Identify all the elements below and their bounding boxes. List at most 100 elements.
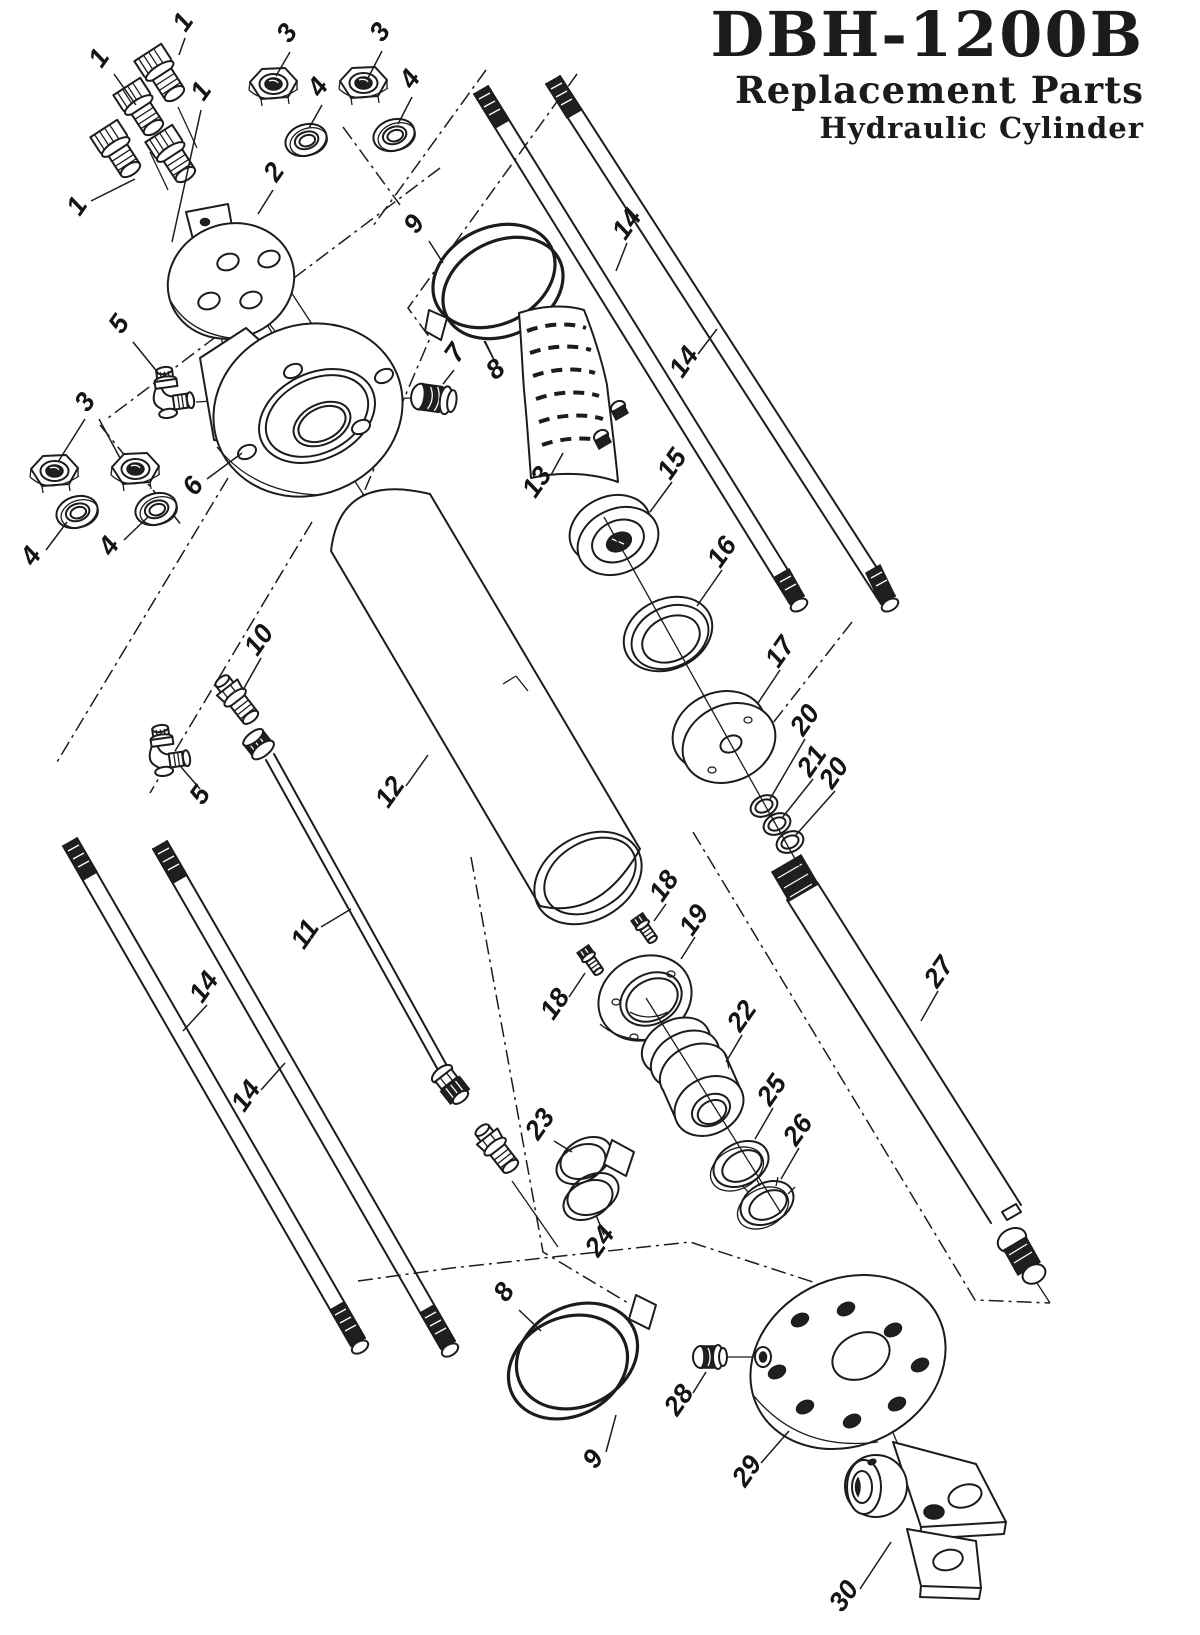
callout-14-label: 14: [183, 966, 225, 1008]
callout-10-label: 10: [238, 619, 280, 661]
callout-14-leader: [182, 1004, 208, 1032]
callout-5-leader: [180, 766, 201, 790]
callout-16-leader: [696, 569, 723, 607]
callout-8-leader: [518, 1309, 542, 1332]
callout-4-leader: [45, 521, 68, 551]
callout-26-leader: [780, 1147, 800, 1180]
part-6-cylinder-head: [199, 322, 404, 498]
callout-25-label: 25: [750, 1068, 793, 1111]
callout-1-label: 1: [166, 7, 199, 37]
callout-18-label: 18: [643, 865, 685, 907]
callout-30-label: 30: [823, 1575, 865, 1617]
part-7-head-plug: [410, 382, 458, 416]
part-16-piston-seal: [622, 595, 714, 673]
callout-5-label: 5: [183, 779, 217, 809]
callout-23-label: 23: [518, 1103, 560, 1146]
callout-3-label: 3: [270, 18, 303, 48]
part-27-piston-rod: [770, 853, 1047, 1285]
callout-24-leader: [595, 1214, 605, 1236]
callout-6-label: 6: [176, 470, 210, 500]
callout-1-leader: [171, 109, 202, 243]
callout-10-leader: [242, 657, 262, 691]
part-28-cap-plug: [692, 1344, 728, 1370]
callout-12-label: 12: [369, 771, 411, 813]
callout-5-leader: [132, 341, 160, 375]
callout-20-label: 20: [783, 699, 825, 742]
part-14-tie-rod-top-right: [544, 74, 900, 613]
callout-20-leader: [794, 790, 836, 837]
callout-13-leader: [550, 452, 564, 476]
part-19-rod-gland: [597, 954, 693, 1042]
callout-29-label: 29: [725, 1450, 767, 1493]
part-25-seal-ring: [709, 1139, 770, 1192]
callout-14-leader: [615, 242, 628, 272]
weld-mark: [502, 675, 529, 692]
callout-14-leader: [697, 328, 718, 355]
part-30-clevis: [844, 1441, 1007, 1600]
callout-3-leader: [275, 51, 291, 77]
callout-4-label: 4: [392, 64, 426, 94]
part-22-gland-bushing: [640, 1016, 745, 1137]
part-12-cylinder-tube: [330, 488, 643, 926]
callout-8-label: 8: [487, 1277, 520, 1307]
callout-4-label: 4: [91, 531, 125, 561]
callout-4-leader: [123, 516, 149, 541]
callout-27-label: 27: [917, 949, 961, 993]
callout-1-leader: [113, 73, 137, 106]
part-14-tie-rod-bottom-right: [151, 839, 460, 1358]
callout-30-leader: [859, 1541, 892, 1590]
callout-4-leader: [397, 96, 413, 125]
callout-21-leader: [781, 778, 814, 819]
part-8-9-o-rings-bottom: [506, 1301, 640, 1421]
callout-17-label: 17: [759, 629, 802, 672]
part-2-port-flange: [166, 203, 296, 340]
callout-3-leader: [57, 418, 86, 463]
callout-18-label: 18: [534, 983, 576, 1025]
strip-screw-icon: [609, 399, 629, 422]
callout-15-label: 15: [651, 442, 693, 485]
callout-19-leader: [680, 936, 696, 960]
page-subtitle-2: Hydraulic Cylinder: [819, 111, 1144, 145]
callout-1-label: 1: [82, 43, 115, 73]
part-5-elbow-mid: [144, 720, 193, 779]
callout-9-label: 9: [576, 1444, 609, 1474]
part-24-wiper: [562, 1171, 620, 1222]
callout-18-leader: [653, 903, 667, 922]
part-10-fitting-bottom: [468, 1117, 525, 1179]
callout-2-label: 2: [256, 157, 290, 187]
callout-15-leader: [649, 481, 673, 513]
callout-14-label: 14: [225, 1075, 267, 1117]
callout-18-leader: [568, 972, 586, 998]
callout-9-label: 9: [397, 209, 430, 239]
callout-6-leader: [206, 452, 243, 480]
part-10-fitting-top: [208, 668, 265, 730]
callout-26-label: 26: [776, 1108, 819, 1151]
callout-8-leader: [484, 340, 497, 365]
callout-9-leader: [428, 240, 444, 264]
page-subtitle: Replacement Parts: [734, 68, 1144, 112]
part-29-cylinder-cap: [749, 1273, 947, 1451]
callout-5-label: 5: [102, 308, 136, 338]
callout-1-leader: [178, 37, 186, 56]
callout-1-leader: [90, 178, 136, 202]
callout-leaders: [45, 37, 939, 1590]
callout-25-leader: [754, 1107, 774, 1140]
page-title: DBH-1200B: [710, 0, 1144, 71]
callout-1-label: 1: [60, 191, 93, 221]
callout-3-label: 3: [363, 17, 396, 47]
callout-17-leader: [757, 669, 781, 704]
part-20-21-o-rings: [749, 794, 805, 854]
callout-9-leader: [605, 1414, 617, 1453]
callout-19-label: 19: [673, 899, 715, 941]
callout-4-label: 4: [13, 541, 47, 571]
part-14-tie-rod-bottom-left: [61, 836, 370, 1355]
callout-3-leader: [367, 50, 383, 79]
callout-23-leader: [553, 1140, 573, 1153]
callout-2-leader: [257, 189, 274, 215]
callout-11-leader: [320, 908, 352, 928]
callout-1-label: 1: [184, 76, 217, 106]
callout-4-leader: [308, 104, 323, 129]
callout-12-leader: [405, 754, 429, 787]
